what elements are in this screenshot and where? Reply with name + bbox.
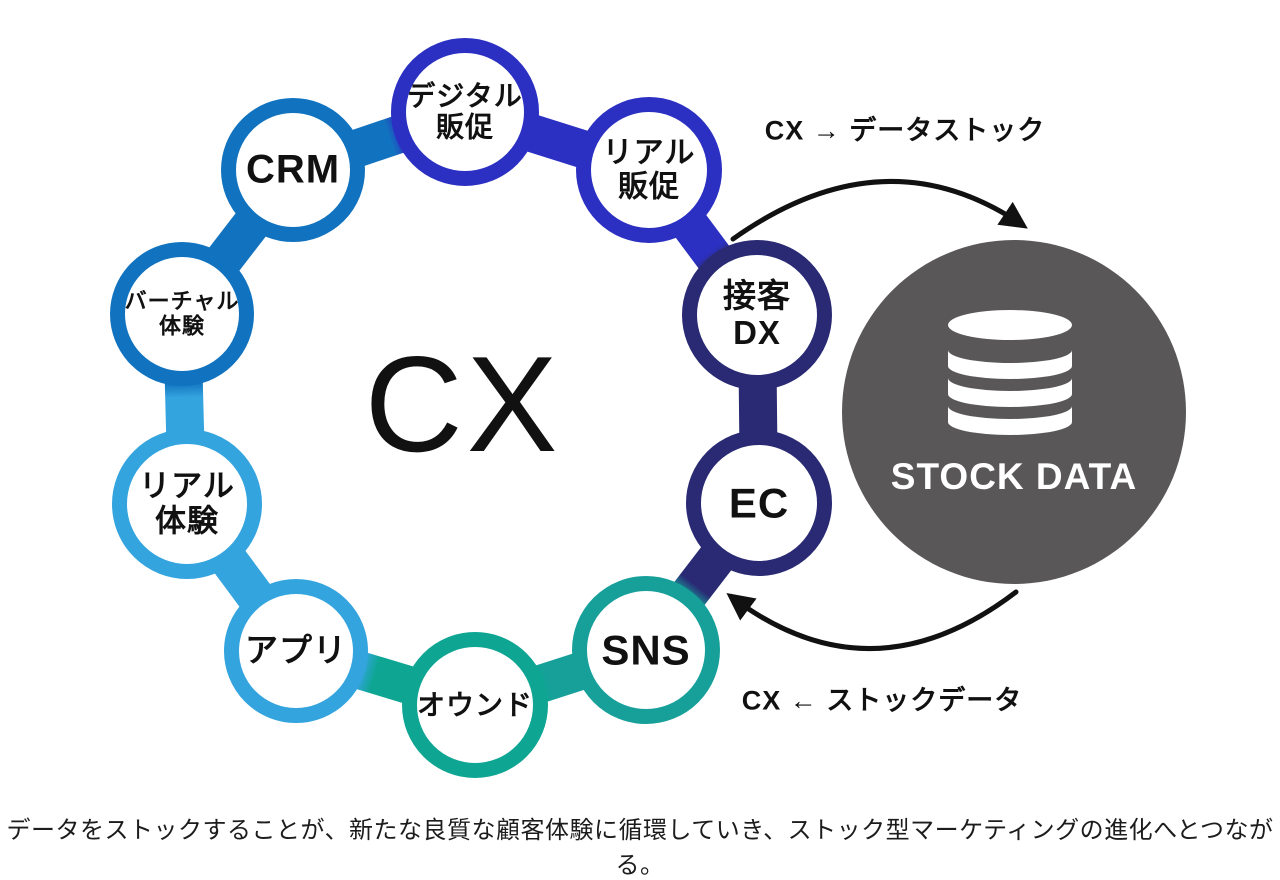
stock-to-cx-arrow [726, 589, 1019, 652]
database-icon [948, 310, 1072, 435]
stock-circle [842, 240, 1186, 584]
node-label-owned: オウンド [416, 689, 534, 721]
ring-node-sns [572, 576, 720, 724]
node-label-virtual-taiken: バーチャル 体験 [124, 288, 240, 338]
stock-data-group [842, 240, 1186, 584]
cx-to-stock-arrow [730, 178, 1028, 242]
node-label-digital-hansoku: デジタル 販促 [407, 80, 523, 143]
node-label-ec: EC [728, 479, 790, 527]
node-label-sns: SNS [601, 626, 691, 674]
stock-data-label: STOCK DATA [890, 456, 1138, 497]
ring-node-ec [686, 430, 832, 576]
ring-node-real-taiken [112, 429, 262, 579]
bottom-arrow-label: CX ← ストックデータ [741, 685, 1023, 716]
ring-node-owned [402, 632, 548, 778]
top-arrow-label: CX → データストック [764, 115, 1046, 146]
ring-node-digital-hansoku [391, 38, 539, 186]
node-label-real-taiken: リアル 体験 [139, 468, 235, 538]
caption-text: データをストックすることが、新たな良質な顧客体験に循環していき、ストック型マーケ… [6, 817, 1274, 879]
node-label-app: アプリ [245, 631, 347, 669]
ring-circles [110, 38, 832, 778]
ring-node-crm [221, 98, 365, 242]
ring-node-virtual-taiken [110, 242, 254, 386]
ring-node-app [224, 579, 368, 723]
ring-node-sekkyaku-dx [682, 240, 832, 390]
node-label-sekkyaku-dx: 接客 DX [723, 277, 791, 351]
node-label-real-hansoku: リアル 販促 [602, 136, 696, 203]
cx-center-label: CX [364, 328, 562, 480]
node-label-crm: CRM [245, 147, 341, 192]
ring-node-real-hansoku [576, 97, 722, 243]
